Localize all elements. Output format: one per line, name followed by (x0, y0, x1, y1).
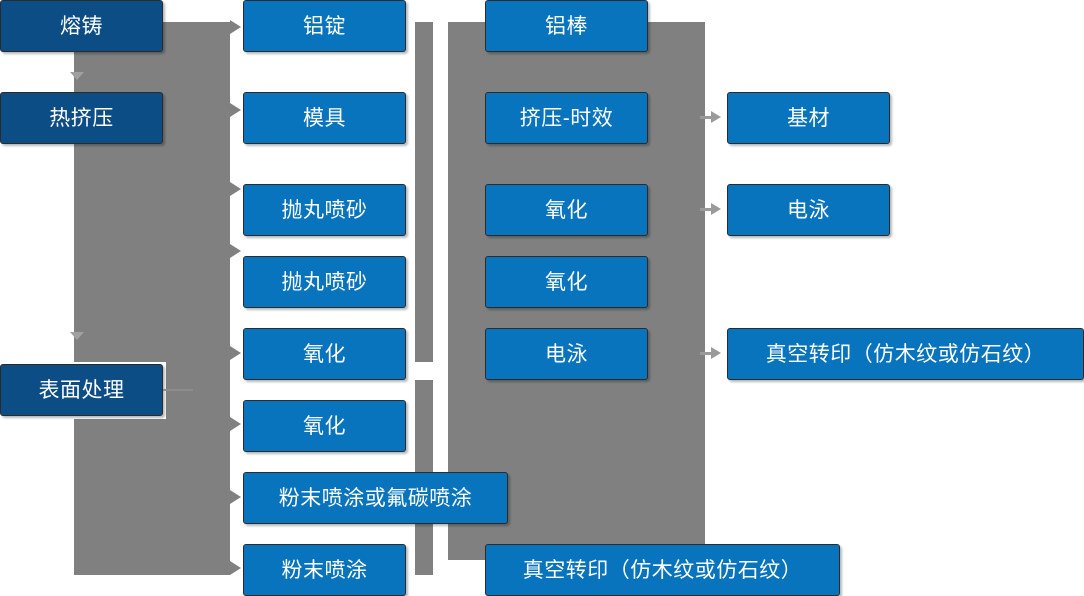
node-label: 铝锭 (303, 14, 346, 38)
node-label: 铝棒 (545, 14, 588, 38)
connector-arrow-oxidize-1 (230, 346, 241, 360)
node-mold[interactable]: 模具 (243, 92, 406, 144)
node-label: 氧化 (545, 198, 588, 222)
node-label: 真空转印（仿木纹或仿石纹） (765, 342, 1046, 366)
connector-arrow-shotblast-1 (230, 182, 241, 196)
node-label: 真空转印（仿木纹或仿石纹） (522, 558, 803, 582)
node-surface-treatment[interactable]: 表面处理 (0, 364, 163, 416)
node-casting[interactable]: 熔铸 (0, 0, 163, 52)
node-label: 挤压-时效 (519, 106, 614, 130)
node-label: 模具 (303, 106, 346, 130)
node-oxidize-1[interactable]: 氧化 (243, 328, 406, 380)
node-extrusion-aging[interactable]: 挤压-时效 (485, 92, 648, 144)
arrow-right-icon-transfer (700, 347, 722, 360)
connector-arrow-oxidize-2 (230, 417, 241, 431)
node-oxidize-2[interactable]: 氧化 (243, 400, 406, 452)
connector-tick-6 (433, 573, 448, 575)
node-label: 电泳 (787, 198, 830, 222)
node-label: 熔铸 (60, 14, 103, 38)
node-electrophoresis-2[interactable]: 电泳 (727, 184, 890, 236)
connector-arrow-powder (230, 561, 241, 575)
connector-stub-surface (163, 389, 193, 391)
connector-tick-4 (433, 277, 448, 279)
node-ingot[interactable]: 铝锭 (243, 0, 406, 52)
node-label: 抛丸喷砂 (281, 198, 368, 222)
connector-rail-inputs (415, 22, 433, 362)
node-label: 基材 (787, 106, 830, 130)
node-aluminum-bar[interactable]: 铝棒 (485, 0, 648, 52)
node-powder-coating[interactable]: 粉末喷涂 (243, 544, 406, 596)
node-label: 表面处理 (38, 378, 125, 402)
node-substrate[interactable]: 基材 (727, 92, 890, 144)
connector-arrow-powder-f (230, 490, 241, 504)
node-oxidize-4[interactable]: 氧化 (485, 256, 648, 308)
connector-arrow-mold (230, 103, 241, 117)
node-vacuum-transfer-2[interactable]: 真空转印（仿木纹或仿石纹） (727, 328, 1084, 380)
node-electrophoresis-1[interactable]: 电泳 (485, 328, 648, 380)
node-label: 氧化 (303, 414, 346, 438)
node-oxidize-3[interactable]: 氧化 (485, 184, 648, 236)
node-shotblast-2[interactable]: 抛丸喷砂 (243, 256, 406, 308)
node-hot-extrusion[interactable]: 热挤压 (0, 92, 163, 144)
node-shotblast-1[interactable]: 抛丸喷砂 (243, 184, 406, 236)
connector-notch-top (0, 0, 74, 596)
node-label: 氧化 (303, 342, 346, 366)
connector-arrow-ingot (230, 20, 241, 34)
connector-tick-surface (70, 332, 84, 340)
connector-tick-1 (433, 25, 448, 27)
node-label: 热挤压 (49, 106, 114, 130)
node-label: 粉末喷涂 (281, 558, 368, 582)
node-label: 氧化 (545, 270, 588, 294)
node-vacuum-transfer-1[interactable]: 真空转印（仿木纹或仿石纹） (485, 544, 840, 596)
connector-tick-5 (433, 360, 448, 362)
arrow-right-icon-electro (700, 203, 722, 216)
node-label: 电泳 (545, 342, 588, 366)
connector-tick-casting (70, 72, 84, 80)
connector-tick-3 (433, 205, 448, 207)
connector-arrow-shotblast-2 (230, 244, 241, 258)
node-label: 粉末喷涂或氟碳喷涂 (278, 486, 473, 510)
node-powder-or-fluorocarbon[interactable]: 粉末喷涂或氟碳喷涂 (243, 472, 508, 524)
node-label: 抛丸喷砂 (281, 270, 368, 294)
arrow-right-icon-substrate (700, 111, 722, 124)
connector-tick-2 (433, 102, 448, 104)
